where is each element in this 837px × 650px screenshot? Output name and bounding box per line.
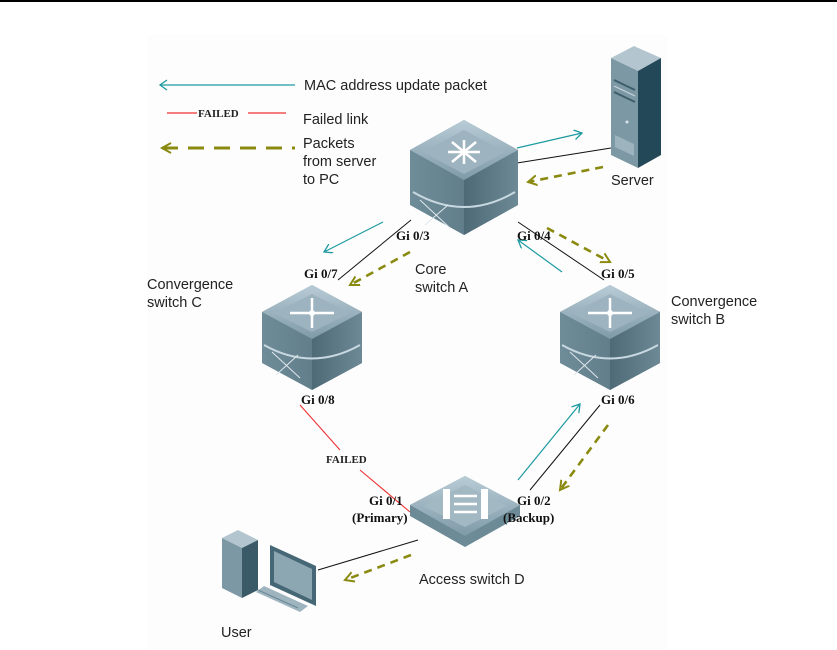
server-icon [611,46,661,168]
packet-arrow-core-to-conv-b [547,228,610,262]
legend-failed-tag: FAILED [198,108,239,120]
port-access-d-gi0-2: Gi 0/2 [517,493,551,508]
port-core-gi0-4: Gi 0/4 [517,228,551,243]
user-pc-icon [222,530,316,612]
convergence-switch-b-label-2: switch B [671,312,725,328]
legend-mac-update-label: MAC address update packet [304,78,487,94]
legend-packets-label-1: Packets [303,136,355,152]
port-conv-c-gi0-7: Gi 0/7 [304,266,338,281]
core-switch-a-icon [410,120,518,235]
link-access-d-user [318,540,418,570]
convergence-switch-c-label-1: Convergence [147,277,233,293]
port-conv-b-gi0-6: Gi 0/6 [601,392,635,407]
legend-packets-label-3: to PC [303,172,339,188]
access-switch-d-label: Access switch D [419,572,525,588]
legend-packets: Packets from server to PC [162,136,376,188]
legend-failed-link: FAILED Failed link [167,108,369,128]
link-core-server [517,148,611,163]
mac-arrow-conv-b-to-core [518,240,562,272]
convergence-switch-c-label-2: switch C [147,295,202,311]
packet-arrow-core-to-conv-c [350,252,410,285]
port-conv-c-gi0-8: Gi 0/8 [301,392,335,407]
mac-arrow-core-to-server [517,133,582,148]
convergence-switch-b-label-1: Convergence [671,294,757,310]
core-switch-a-label-2: switch A [415,280,469,296]
legend-failed-label: Failed link [303,112,369,128]
legend-mac-update: MAC address update packet [160,78,487,94]
core-switch-a-label-1: Core [415,262,446,278]
port-conv-b-gi0-5: Gi 0/5 [601,266,635,281]
packet-arrow-conv-b-to-access-d [560,425,608,490]
failed-link-tag: FAILED [326,454,367,466]
port-access-d-backup-note: (Backup) [503,510,554,525]
packet-arrow-server-to-core [528,167,603,182]
mac-arrow-access-d-to-conv-b [518,404,580,480]
mac-arrow-core-to-conv-c [324,222,383,252]
convergence-switch-c-icon [262,285,362,390]
failed-link-segment-top [300,405,340,450]
legend-packets-label-2: from server [303,154,376,170]
port-access-d-gi0-1: Gi 0/1 [369,493,403,508]
convergence-switch-b-icon [560,285,660,390]
server-label: Server [611,173,654,189]
port-core-gi0-3: Gi 0/3 [396,228,430,243]
port-access-d-primary-note: (Primary) [352,510,408,525]
link-conv-b-access-d [530,405,600,490]
user-label: User [221,625,252,641]
